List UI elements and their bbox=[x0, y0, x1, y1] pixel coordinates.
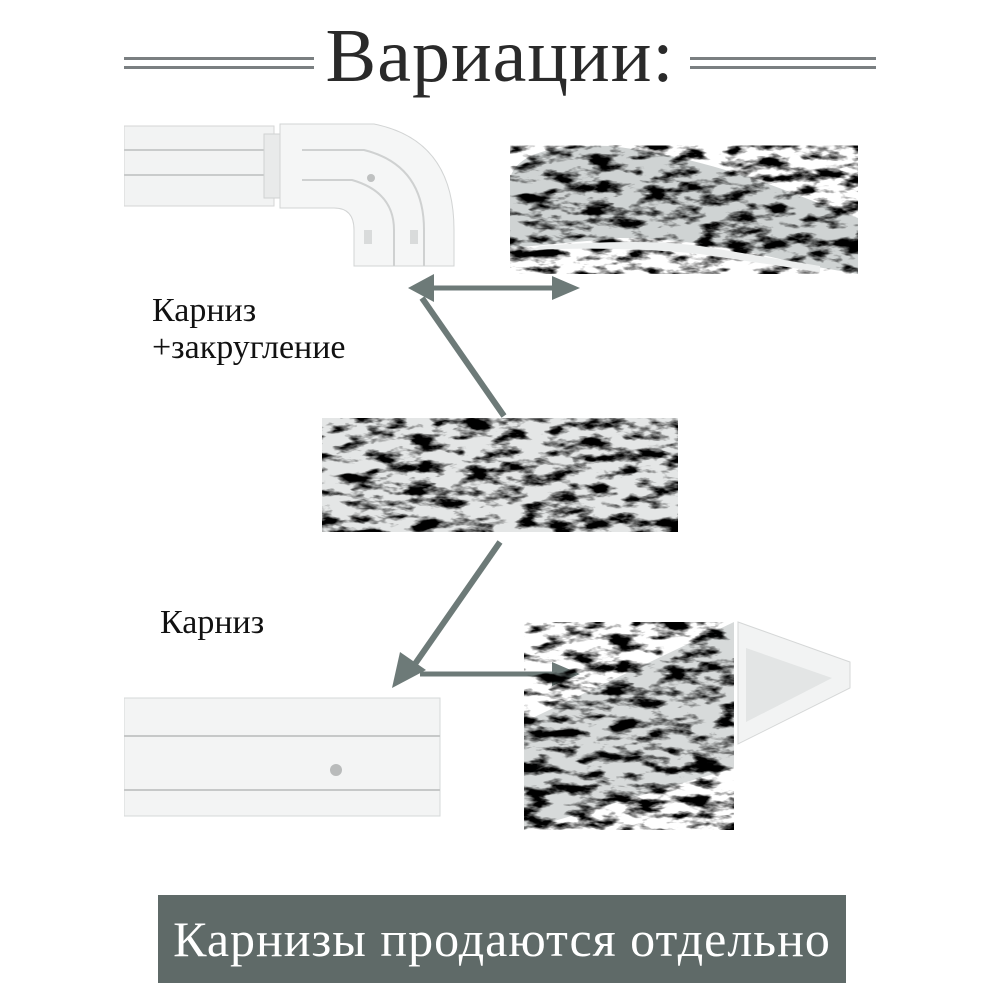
title-rule-left-top bbox=[124, 57, 314, 60]
title-rule-right-bottom bbox=[690, 66, 876, 69]
title-rule-right-top bbox=[690, 57, 876, 60]
title-rule-left-bottom bbox=[124, 66, 314, 69]
arrow-top-diagonal bbox=[419, 296, 507, 418]
footer-text: Карнизы продаются отдельно bbox=[173, 911, 831, 967]
arrow-bottom-diagonal bbox=[392, 540, 503, 688]
label-curved-line2: +закругление bbox=[152, 329, 346, 367]
curved-rail-image bbox=[124, 123, 455, 267]
label-curved-cornice: Карниз +закругление bbox=[152, 292, 346, 367]
straight-rail-image bbox=[124, 697, 441, 817]
label-straight-cornice: Карниз bbox=[160, 604, 265, 641]
curved-valance-image bbox=[510, 145, 858, 274]
footer-banner: Карнизы продаются отдельно bbox=[158, 895, 846, 983]
page-title: Вариации: bbox=[325, 14, 675, 98]
marble-sample-image bbox=[322, 418, 678, 532]
arrow-top-horizontal bbox=[408, 274, 580, 302]
arrow-bottom-horizontal bbox=[420, 662, 580, 686]
straight-valance-image bbox=[524, 621, 851, 830]
label-curved-line1: Карниз bbox=[152, 292, 257, 329]
